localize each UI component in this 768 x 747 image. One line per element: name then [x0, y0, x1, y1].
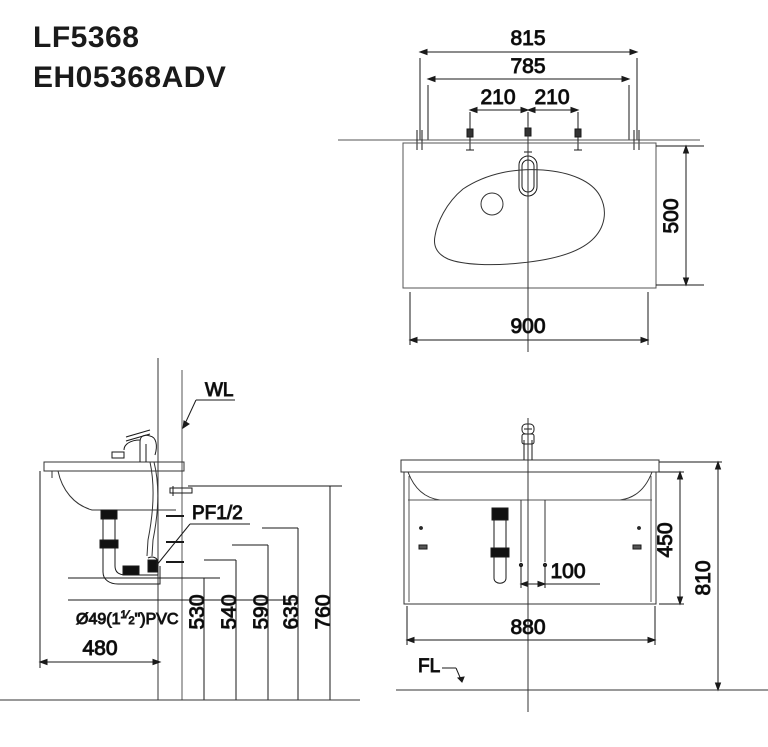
side-section-view: WL — [0, 358, 360, 701]
cabinet-body — [403, 471, 657, 605]
faucet-side — [111, 429, 157, 462]
dim-815 — [418, 48, 639, 140]
dim-label-785: 785 — [510, 55, 545, 78]
dim-540 — [204, 559, 237, 700]
front-countertop — [400, 459, 660, 473]
dim-label-100: 100 — [550, 560, 585, 583]
side-basin-profile — [57, 470, 176, 511]
front-basin-rim — [407, 471, 653, 501]
dim-880 — [405, 606, 657, 645]
dim-label-210-right: 210 — [534, 86, 569, 109]
dim-590 — [232, 544, 269, 700]
label-fl: FL — [418, 656, 440, 677]
front-elevation-view: 100 450 — [396, 418, 768, 712]
dim-label-815: 815 — [510, 27, 545, 50]
cabinet-dot-right — [637, 526, 641, 530]
drain-assembly-front — [490, 507, 510, 584]
side-countertop — [43, 461, 185, 472]
label-pf12: PF1/2 — [192, 503, 243, 524]
title-block: LF5368 EH05368ADV — [33, 18, 226, 98]
supply-valve-marks — [166, 515, 184, 563]
dim-450 — [659, 470, 684, 606]
cabinet-detail-right — [632, 544, 642, 550]
dim-label-880: 880 — [510, 616, 545, 639]
dim-635 — [262, 527, 299, 700]
dim-label-900: 900 — [510, 315, 545, 338]
wall-stub-out — [169, 486, 193, 496]
dim-ladder-side — [38, 471, 296, 668]
drain-assembly-side — [99, 509, 161, 585]
drain-pipe-frac-num: 1 — [120, 609, 126, 621]
dim-785 — [426, 75, 631, 140]
dim-210-pair — [468, 106, 580, 140]
label-wl: WL — [205, 380, 234, 401]
dim-label-635: 635 — [280, 594, 303, 629]
drain-pipe-suffix: ")PVC — [135, 611, 179, 628]
basin-bowl-outline — [434, 169, 605, 266]
wall-anchor-left — [416, 130, 423, 150]
product-code-primary: LF5368 — [33, 21, 140, 54]
cabinet-detail-left — [418, 544, 428, 550]
wl-leader — [182, 399, 235, 430]
cabinet-dot-left — [419, 526, 423, 530]
dim-label-480: 480 — [82, 637, 117, 660]
dim-760 — [188, 485, 342, 700]
svg-text:Ø49(11⁄2")PVC: Ø49(11⁄2")PVC — [76, 609, 178, 628]
dim-label-210-left: 210 — [480, 86, 515, 109]
supply-line-a — [146, 461, 154, 557]
dim-500 — [656, 144, 704, 287]
dim-label-760: 760 — [312, 594, 335, 629]
product-code-secondary: EH05368ADV — [33, 61, 227, 94]
dim-label-530: 530 — [186, 594, 209, 629]
wall-anchor-right — [633, 130, 640, 150]
drain-hole — [480, 192, 504, 216]
dim-label-810: 810 — [692, 560, 715, 595]
dim-900 — [408, 292, 650, 345]
dim-label-450: 450 — [654, 522, 677, 557]
pf-leader — [155, 523, 250, 567]
supply-line-b — [151, 461, 159, 557]
dim-label-500: 500 — [660, 198, 683, 233]
plan-view: 815 785 — [338, 27, 704, 352]
drain-pipe-frac-den: 2 — [128, 615, 134, 627]
label-drain-pipe: Ø49(11⁄2")PVC — [76, 609, 179, 629]
dim-label-590: 590 — [250, 594, 273, 629]
drain-pipe-prefix: Ø49(1 — [76, 611, 121, 628]
floor-level-symbol — [442, 667, 465, 683]
dim-label-540: 540 — [218, 594, 241, 629]
countertop-outline — [402, 142, 657, 289]
